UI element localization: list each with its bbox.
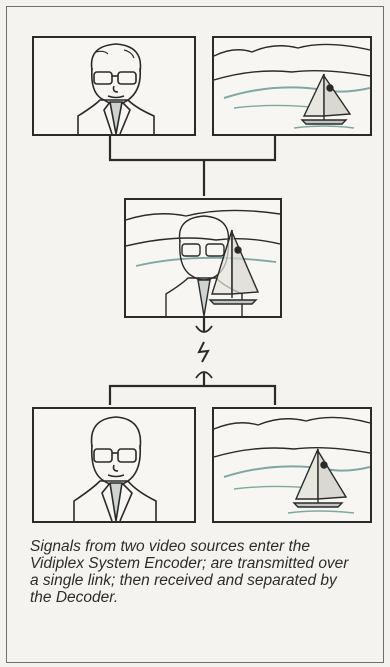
encoder-combined-video — [124, 198, 282, 318]
output-video-2 — [212, 407, 372, 523]
combined-portrait-sailboat-icon — [126, 200, 280, 316]
sailboat-icon — [214, 38, 370, 134]
figure-caption: Signals from two video sources enter the… — [30, 538, 360, 606]
source-video-1 — [32, 36, 196, 136]
output-video-1 — [32, 407, 196, 523]
source-video-2 — [212, 36, 372, 136]
man-portrait-icon — [34, 38, 194, 134]
sailboat-icon — [214, 409, 370, 521]
man-portrait-icon — [34, 409, 194, 521]
